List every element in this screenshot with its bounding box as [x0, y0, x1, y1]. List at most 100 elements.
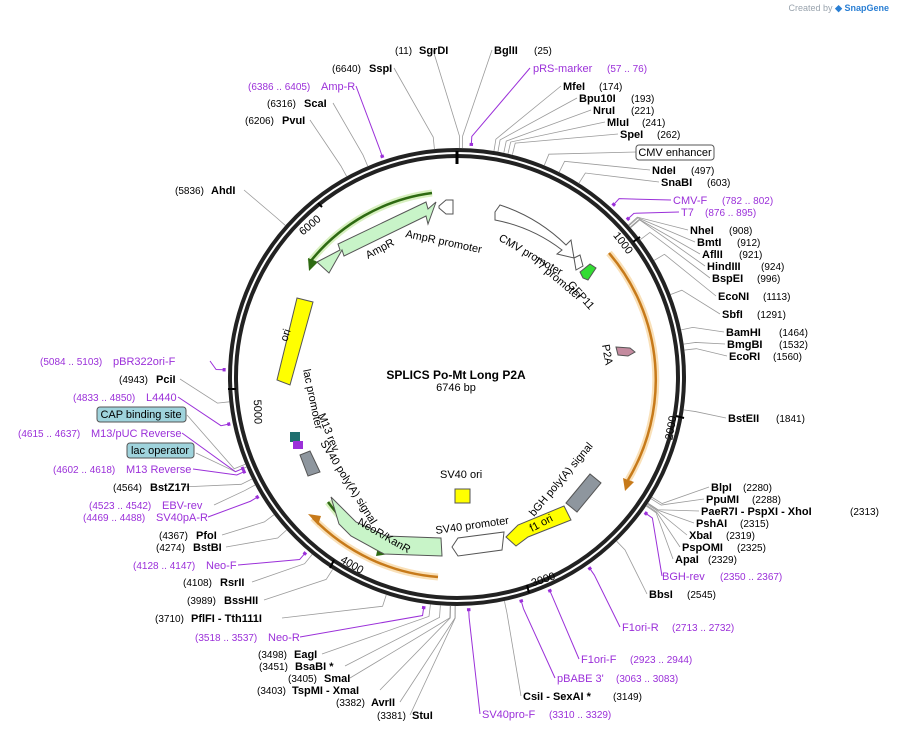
orf-arrowhead-bottom	[308, 514, 321, 525]
ampr-promoter-arrow[interactable]	[438, 199, 454, 215]
enzyme-pos: (1560)	[773, 352, 802, 363]
enzyme-pos: (193)	[631, 94, 654, 105]
enzyme-name: BmgBI	[727, 339, 762, 351]
enzyme-labels-left: (3381) StuI (3382) AvrII (3403) TspMI - …	[113, 63, 433, 722]
cap-site-marker[interactable]	[290, 432, 300, 442]
ampr-arrow[interactable]	[316, 201, 437, 274]
enzyme-pos: (497)	[691, 166, 714, 177]
t7-promoter-arrow[interactable]	[573, 254, 584, 271]
enzyme-name: BspEI	[712, 273, 743, 285]
primer-binding-mark[interactable]	[255, 494, 260, 500]
primer-binding-mark[interactable]	[519, 599, 524, 603]
primer-binding-mark[interactable]	[643, 511, 649, 516]
primer-binding-mark[interactable]	[242, 469, 247, 474]
primer-leader-line	[627, 211, 680, 220]
p2a-arrow[interactable]	[615, 346, 636, 357]
primer-leader-line	[613, 198, 672, 205]
enzyme-pos: (4367)	[159, 531, 188, 542]
enzyme-leader-line	[543, 151, 637, 166]
primer-binding-mark[interactable]	[547, 588, 553, 593]
primer-name: T7	[681, 207, 694, 219]
enzyme-leader-line	[281, 594, 387, 619]
enzyme-pos: (603)	[707, 178, 730, 189]
enzyme-leader-line	[683, 409, 727, 419]
primer-binding-mark[interactable]	[587, 566, 593, 571]
enzyme-leader-line	[647, 502, 700, 512]
sv40-promoter-arrow[interactable]	[451, 531, 505, 557]
bgh-polya-shape[interactable]	[565, 473, 602, 513]
enzyme-pos: (241)	[642, 118, 665, 129]
primer-range: (4602 .. 4618)	[53, 465, 115, 476]
enzyme-name: NdeI	[652, 165, 676, 177]
lac-operator-marker[interactable]	[293, 441, 303, 449]
enzyme-pos: (3405)	[288, 674, 317, 685]
enzyme-leader-line	[195, 452, 247, 473]
feature-label-p2a: P2A	[599, 343, 615, 366]
enzyme-pos: (3381)	[377, 711, 406, 722]
tick-label-6000: 6000	[297, 213, 323, 238]
enzyme-leader-line	[344, 605, 441, 667]
enzyme-leader-line	[181, 478, 253, 488]
sv40-polya-shape[interactable]	[299, 450, 321, 477]
primer-binding-mark[interactable]	[302, 551, 308, 556]
enzyme-pos: (3710)	[155, 614, 184, 625]
enzyme-pos: (908)	[729, 226, 752, 237]
enzyme-name: BstBI	[193, 542, 222, 554]
feature-label-sv40-polya-left: SV40 poly(A) signal	[317, 438, 378, 526]
ori-arrow[interactable]	[276, 297, 314, 386]
primer-binding-mark[interactable]	[380, 154, 385, 159]
enzyme-pos: (3149)	[613, 692, 642, 703]
gfp11-arrow[interactable]	[579, 263, 597, 281]
primer-name: Amp-R	[321, 81, 355, 93]
boxed-feature-lac-operator[interactable]: lac operator	[126, 442, 195, 459]
primer-range: (4833 .. 4850)	[73, 393, 135, 404]
boxed-feature-cap-binding-site[interactable]: CAP binding site	[96, 406, 187, 423]
primer-name: pBABE 3'	[557, 673, 604, 685]
enzyme-name: ScaI	[304, 98, 327, 110]
primer-name: EBV-rev	[162, 500, 203, 512]
enzyme-leader-line	[558, 160, 651, 173]
neor-kanr-arrow[interactable]	[330, 496, 443, 557]
tick-mark-4000	[329, 559, 335, 569]
enzyme-name: PspOMI	[682, 542, 723, 554]
enzyme-leader-line	[629, 218, 701, 255]
f1-ori-arrow[interactable]	[505, 505, 572, 547]
enzyme-pos: (2315)	[740, 519, 769, 530]
primer-leader-line	[237, 553, 306, 566]
boxed-feature-cmv-enhancer[interactable]: CMV enhancer	[635, 144, 715, 161]
primer-binding-mark[interactable]	[611, 202, 616, 207]
enzyme-leader-line	[461, 49, 493, 149]
enzyme-pos: (3989)	[187, 596, 216, 607]
enzyme-leader-line	[393, 67, 435, 150]
enzyme-name: SgrDI	[419, 45, 448, 57]
credit-brand: SnapGene	[844, 3, 889, 13]
cap-binding-site-box	[96, 406, 187, 423]
sv40-ori-shape[interactable]	[454, 488, 471, 504]
primer-binding-mark[interactable]	[240, 466, 245, 471]
enzyme-leader-line	[243, 189, 286, 226]
enzyme-pos: (4274)	[156, 543, 185, 554]
enzyme-pos: (3498)	[258, 650, 287, 661]
enzyme-name: PflFI - Tth111I	[191, 613, 262, 625]
primer-binding-mark[interactable]	[226, 422, 231, 427]
primer-range: (2350 .. 2367)	[720, 572, 782, 583]
enzyme-leader-line	[379, 605, 452, 691]
enzyme-name: MfeI	[563, 81, 585, 93]
enzyme-pos: (11)	[395, 46, 412, 57]
enzyme-pos: (2545)	[687, 590, 716, 601]
feature-shapes	[276, 199, 636, 557]
enzyme-leader-line	[309, 119, 347, 177]
primer-range: (782 .. 802)	[722, 196, 773, 207]
enzyme-name: BmtI	[697, 237, 721, 249]
primer-binding-mark[interactable]	[625, 216, 631, 222]
enzyme-pos: (2325)	[737, 543, 766, 554]
primer-name: Neo-R	[268, 632, 300, 644]
enzyme-name: ApaI	[675, 554, 699, 566]
enzyme-name: XbaI	[689, 530, 712, 542]
primer-range: (3518 .. 3537)	[195, 633, 257, 644]
snapgene-credit: Created by ◆ SnapGene	[789, 3, 889, 14]
enzyme-name: SspI	[369, 63, 392, 75]
primer-name: L4440	[146, 392, 177, 404]
enzyme-pos: (4108)	[183, 578, 212, 589]
